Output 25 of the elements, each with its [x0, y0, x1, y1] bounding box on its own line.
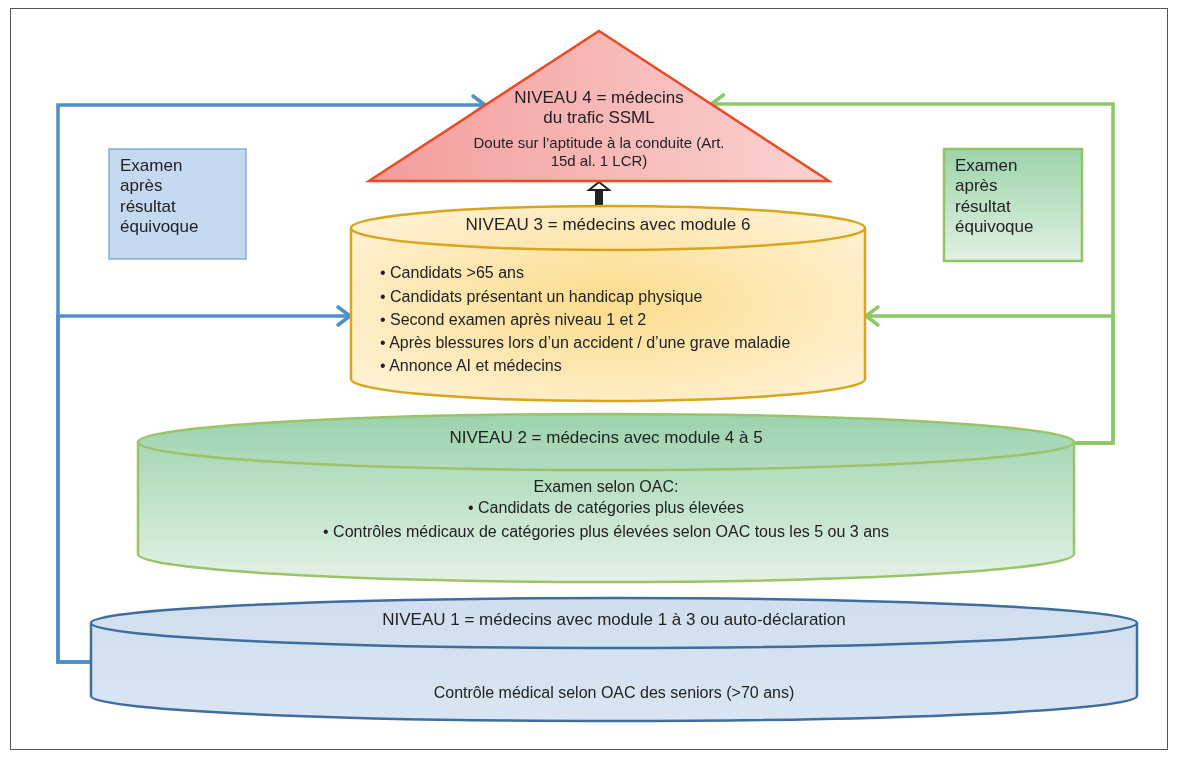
bullet-item: • Contrôles médicaux de catégories plus élevées selon OAC tous les 5 ou 3 ans [322, 522, 890, 542]
bullet-item: • Annonce AI et médecins [380, 356, 563, 376]
arrow [864, 305, 1115, 445]
body-text: Doute sur l’aptitude à la conduite (Art. 15d al. 1 LCR) [472, 134, 726, 170]
bullet-item: • Candidats de catégories plus élevées [467, 498, 745, 518]
body-text: Examen après résultat équivoque [120, 156, 200, 238]
heading-text: NIVEAU 1 = médecins avec module 1 à 3 ou auto-déclaration [381, 610, 847, 631]
body-text: Examen après résultat équivoque [955, 156, 1035, 238]
cylinder-shape [90, 597, 1138, 722]
cylinder-shape [350, 205, 866, 402]
arrow [56, 305, 352, 664]
cylinder-shape [137, 413, 1075, 583]
arrow [588, 181, 610, 206]
triangle-shape [368, 30, 830, 182]
bullet-item: • Second examen après niveau 1 et 2 [380, 310, 648, 330]
note-box [943, 148, 1083, 262]
bullet-item: • Candidats présentant un handicap physique [380, 287, 704, 307]
body-text: Contrôle médical selon OAC des seniors (>70 ans) [432, 683, 796, 703]
heading-text: NIVEAU 3 = médecins avec module 6 [464, 215, 752, 236]
bullet-item: • Candidats >65 ans [380, 263, 525, 283]
note-box [108, 148, 247, 260]
heading-text: NIVEAU 4 = médecins du trafic SSML [513, 88, 685, 129]
body-text: Examen selon OAC: [532, 477, 680, 497]
heading-text: NIVEAU 2 = médecins avec module 4 à 5 [448, 428, 764, 449]
bullet-item: • Après blessures lors d’un accident / d’une grave maladie [380, 333, 792, 353]
